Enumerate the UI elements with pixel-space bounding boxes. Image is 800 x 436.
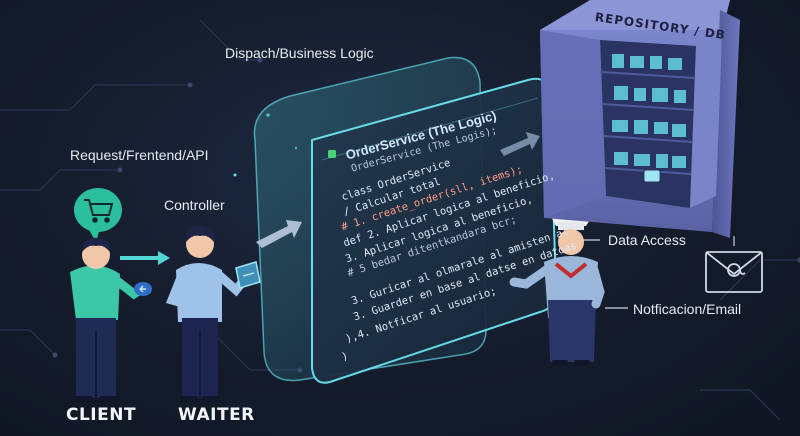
circuit-lines	[0, 19, 800, 421]
client-caption: CLIENT	[66, 405, 137, 425]
repository-cabinet	[540, 0, 740, 238]
envelope-at-icon	[705, 251, 763, 293]
cart-bubble	[74, 188, 122, 242]
dispatch-label: Dispach/Business Logic	[225, 45, 374, 61]
client-figure	[70, 237, 145, 402]
waiter-figure	[165, 225, 249, 402]
shopping-cart-icon	[84, 199, 114, 223]
data-access-label: Data Access	[608, 232, 686, 248]
notification-label: Notficacion/Email	[633, 301, 742, 317]
code-panel-icon	[328, 150, 336, 158]
controller-label: Controller	[164, 197, 225, 213]
request-label: Request/Frentend/API	[70, 147, 209, 163]
arrow-controller-to-logic	[256, 220, 302, 248]
arrow-logic-to-repo	[500, 132, 540, 156]
chef-figure	[509, 196, 605, 366]
card-device	[134, 282, 152, 296]
waiter-caption: WAITER	[178, 405, 255, 425]
tablet-icon	[235, 261, 261, 289]
